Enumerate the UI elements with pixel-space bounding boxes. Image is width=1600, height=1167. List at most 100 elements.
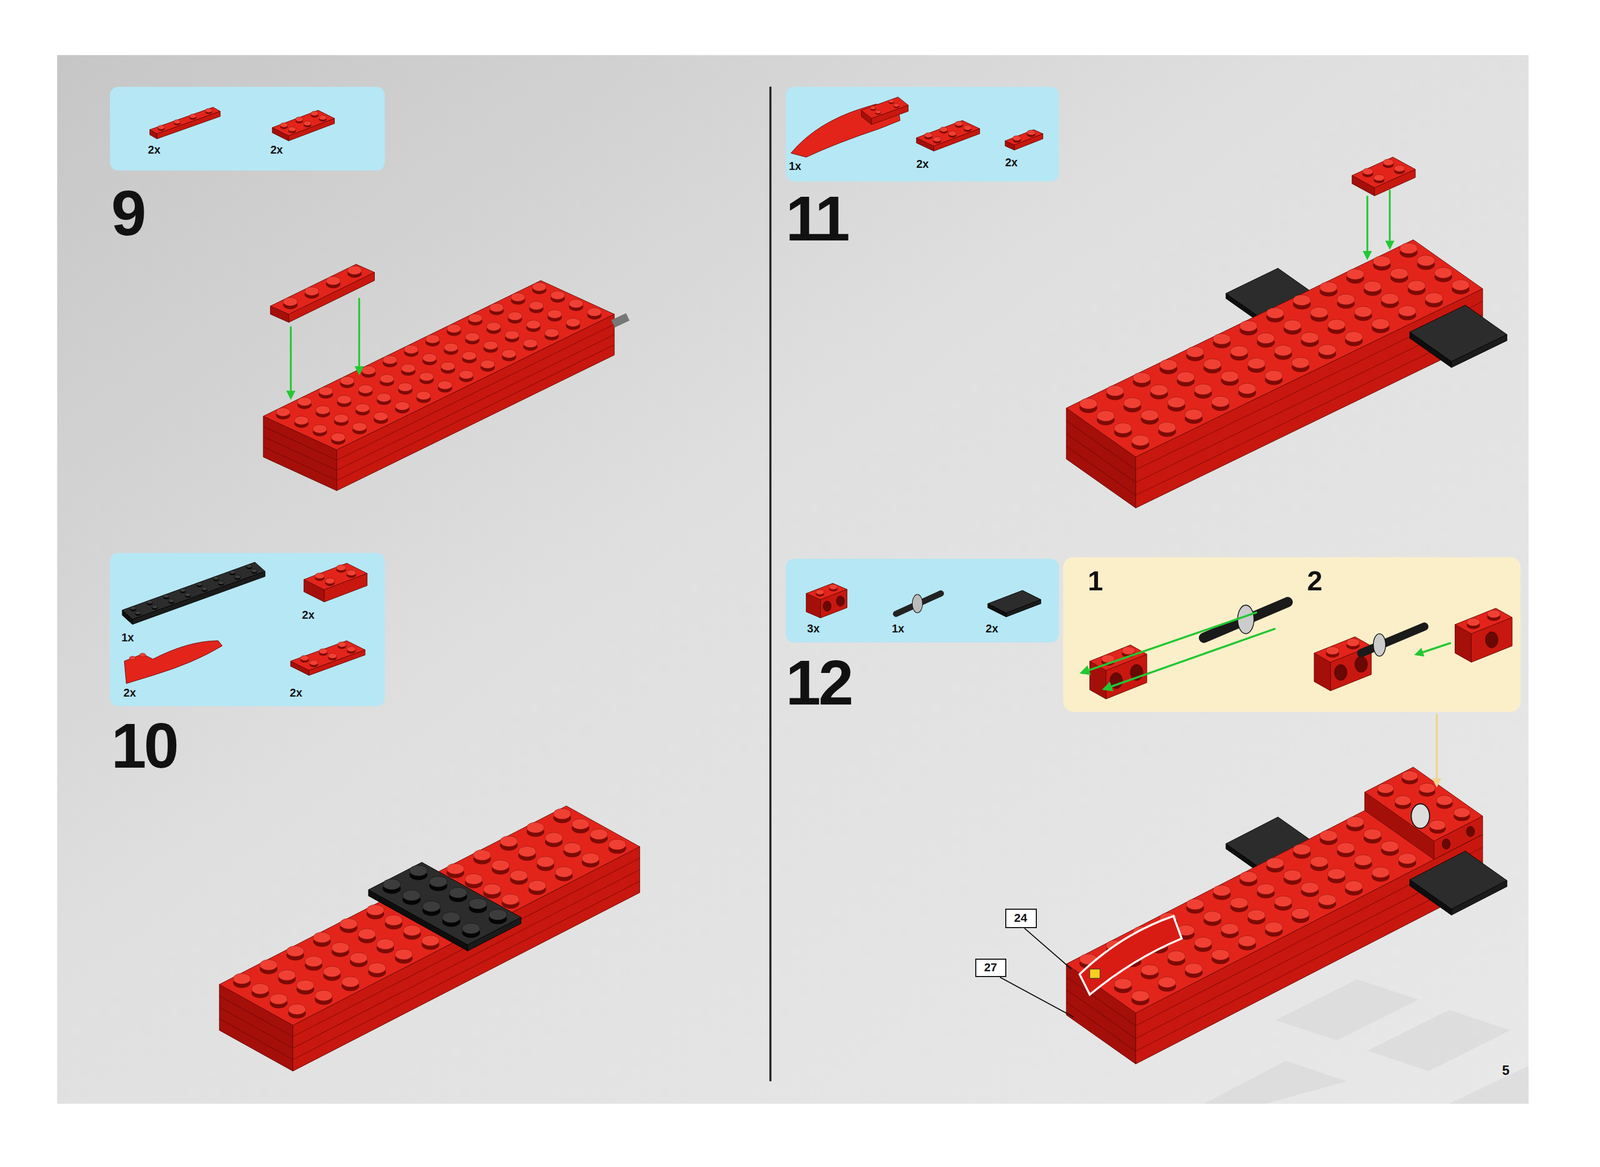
- layer-line: [1066, 446, 1136, 496]
- plate-top: [916, 120, 980, 146]
- stud: [1377, 783, 1394, 794]
- layer-line: [336, 334, 615, 471]
- stud: [489, 303, 504, 313]
- green-arrow: [1388, 190, 1391, 242]
- step-number: 12: [785, 651, 852, 715]
- layer-line: [1066, 433, 1136, 483]
- pin-ring: [1373, 633, 1386, 657]
- page-background: [57, 55, 1529, 1105]
- stud: [888, 99, 894, 103]
- stud: [1336, 294, 1355, 305]
- stud: [1158, 422, 1177, 433]
- stud: [536, 856, 555, 868]
- leader-line: [1024, 928, 1072, 970]
- step-12-model: [1000, 714, 1507, 1065]
- stud: [526, 320, 541, 329]
- car-body-side: [336, 314, 615, 491]
- stud: [429, 876, 448, 888]
- stud: [157, 125, 165, 130]
- stud: [1354, 855, 1373, 866]
- quantity-label: 2x: [985, 623, 999, 635]
- stud: [286, 946, 305, 957]
- stud: [465, 332, 480, 342]
- stud: [1398, 305, 1417, 317]
- stud: [1327, 868, 1346, 880]
- technic-hole: [1485, 631, 1499, 648]
- stud: [1186, 346, 1205, 358]
- stud: [464, 874, 483, 885]
- stud: [394, 949, 413, 960]
- stud: [315, 573, 325, 579]
- stud: [500, 836, 518, 847]
- stud: [1114, 423, 1133, 434]
- stud: [296, 980, 315, 992]
- stud: [1239, 871, 1258, 883]
- stud: [368, 963, 387, 974]
- stud: [294, 416, 309, 425]
- layer-line: [1066, 990, 1136, 1039]
- stud: [523, 338, 538, 348]
- plate-top: [1352, 157, 1416, 188]
- layer-line: [263, 436, 337, 471]
- stud: [442, 912, 460, 924]
- stud: [870, 105, 876, 109]
- decal: [1079, 916, 1182, 995]
- stud: [130, 606, 137, 610]
- stud: [318, 115, 327, 120]
- stud: [1141, 410, 1159, 421]
- stud: [587, 307, 602, 317]
- stud: [1114, 978, 1133, 989]
- stud: [347, 266, 362, 275]
- stud: [288, 126, 297, 132]
- stud: [590, 829, 608, 840]
- stud: [581, 853, 600, 864]
- stud: [893, 103, 899, 107]
- parts-icons: [110, 86, 385, 171]
- stud: [875, 110, 881, 114]
- pin-ring: [1237, 605, 1255, 634]
- technic-hole: [836, 596, 845, 607]
- stud: [504, 330, 519, 339]
- stud: [1266, 307, 1285, 319]
- layer-line: [1066, 1002, 1136, 1052]
- stud: [315, 405, 330, 415]
- stud: [1434, 267, 1453, 278]
- stud: [140, 653, 147, 657]
- stud: [361, 366, 376, 375]
- layer-line: [219, 1007, 294, 1049]
- stud: [1247, 910, 1266, 921]
- stud: [933, 136, 942, 142]
- stud: [1131, 991, 1150, 1002]
- stud: [441, 362, 456, 371]
- stud: [313, 932, 332, 944]
- stud: [1319, 282, 1338, 293]
- layer-line: [292, 858, 640, 1037]
- stud: [218, 581, 225, 585]
- quantity-label: 1x: [121, 632, 135, 644]
- stud: [1401, 771, 1418, 782]
- stud: [402, 890, 421, 902]
- stud: [467, 313, 483, 323]
- stud: [246, 564, 253, 569]
- stud: [1012, 135, 1022, 142]
- stud: [1167, 396, 1186, 408]
- green-arrow-head: [354, 366, 364, 376]
- green-arrow-head: [1385, 241, 1395, 250]
- green-arrow: [358, 297, 360, 367]
- stud: [409, 865, 428, 877]
- stud: [384, 915, 403, 926]
- stud: [1429, 820, 1446, 831]
- stud: [547, 310, 562, 319]
- stud: [1346, 816, 1365, 828]
- layer-line: [336, 344, 615, 481]
- stud: [571, 818, 590, 830]
- decal-badge: [1090, 969, 1100, 979]
- stud: [550, 291, 565, 300]
- stud: [1293, 294, 1312, 306]
- stud: [397, 383, 413, 392]
- stud: [346, 570, 357, 576]
- stud: [483, 341, 498, 350]
- green-arrow: [290, 326, 292, 391]
- car-body-top: [1066, 785, 1483, 1014]
